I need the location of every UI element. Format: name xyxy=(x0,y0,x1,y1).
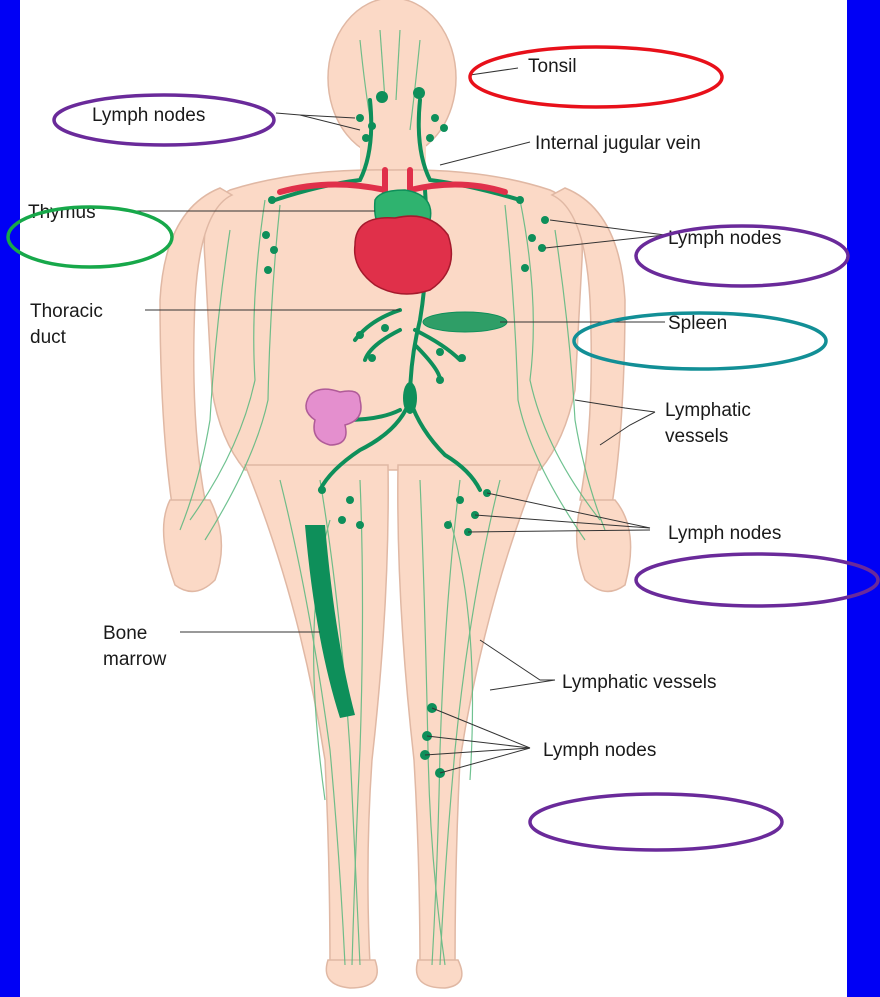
label-tonsil: Tonsil xyxy=(528,56,577,77)
label-lymph-nodes-groin: Lymph nodes xyxy=(668,523,781,544)
label-lymphatic-vessels-leg: Lymphatic vessels xyxy=(562,672,717,693)
label-thoracic-duct-line1: Thoracic xyxy=(30,301,103,322)
label-spleen: Spleen xyxy=(668,313,727,334)
left-hand xyxy=(164,500,222,591)
spleen-organ xyxy=(423,312,507,332)
groin-nodes-highlight-ellipse xyxy=(636,554,878,606)
right-foot xyxy=(417,960,462,988)
label-bone-marrow-line1: Bone xyxy=(103,623,147,644)
head xyxy=(328,0,456,158)
knee-nodes-highlight-ellipse xyxy=(530,794,782,850)
label-lymphatic-vessels-arm-line2: vessels xyxy=(665,426,728,447)
label-bone-marrow-line2: marrow xyxy=(103,649,167,670)
cisterna-chyli xyxy=(403,382,417,414)
label-thoracic-duct-line2: duct xyxy=(30,327,67,348)
label-internal-jugular-vein: Internal jugular vein xyxy=(535,133,701,154)
label-lymph-nodes-knee: Lymph nodes xyxy=(543,740,656,761)
label-lymph-nodes-neck: Lymph nodes xyxy=(92,105,205,126)
right-leg xyxy=(398,465,540,972)
tonsil-highlight-ellipse xyxy=(470,47,722,107)
label-lymphatic-vessels-arm-line1: Lymphatic xyxy=(665,400,751,421)
